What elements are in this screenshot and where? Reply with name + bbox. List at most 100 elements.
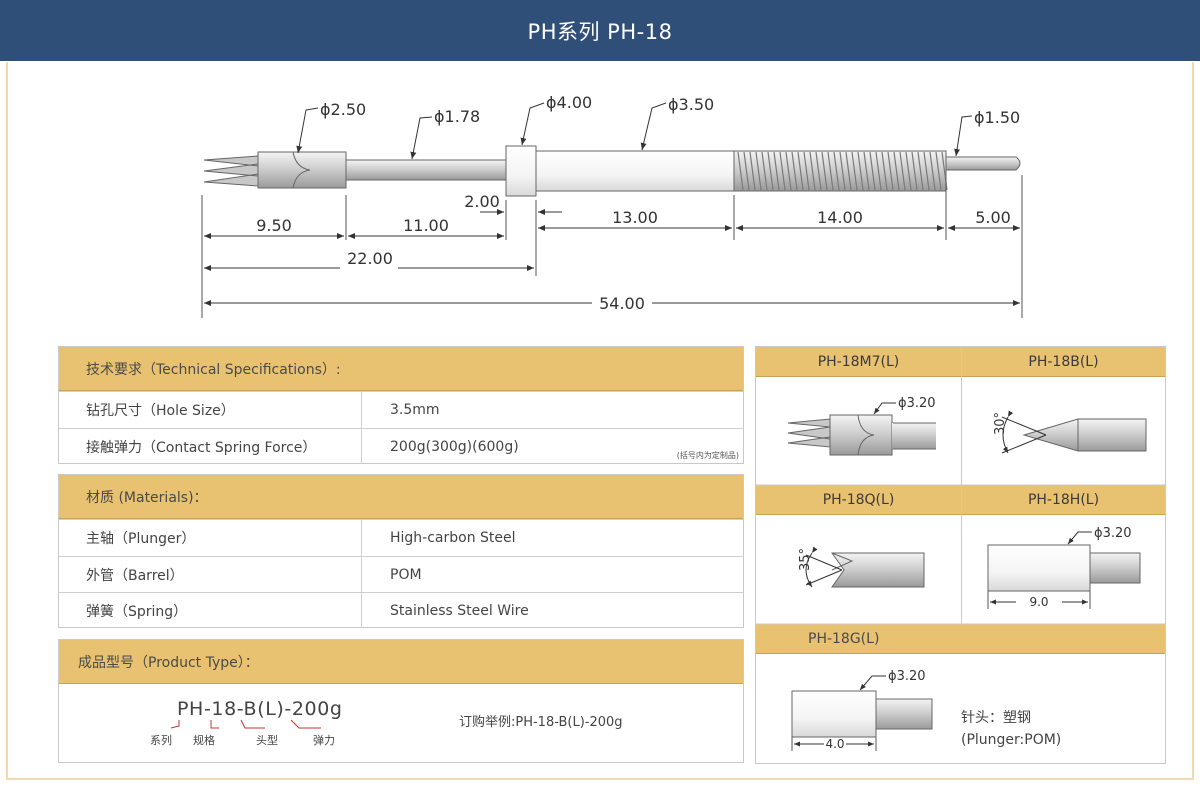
spring-coil	[785, 151, 792, 191]
spring-coil	[737, 151, 744, 191]
tip-drawing-q: 35°	[798, 546, 925, 588]
spec-row-force: 接触弹力（Contact Spring Force） 200g(300g)(60…	[59, 428, 743, 464]
spring-coil	[773, 151, 780, 191]
tip-title-b: PH-18B(L)	[1028, 353, 1099, 370]
spring-coil	[761, 151, 768, 191]
specs-panel: 技术要求（Technical Specifications）: 钻孔尺寸（Hol…	[58, 346, 744, 464]
spring-coil	[869, 151, 876, 191]
len-54-00: 54.00	[599, 294, 645, 313]
material-row-barrel: 外管（Barrel） POM	[59, 556, 743, 592]
spec-row-hole: 钻孔尺寸（Hole Size） 3.5mm	[59, 391, 743, 428]
spring	[733, 150, 948, 192]
code-label-spec: 规格	[193, 733, 215, 747]
spring-coil	[779, 151, 786, 191]
tip-header-q: PH-18Q(L)	[756, 485, 961, 515]
product-code: PH-18-B(L)-200g	[177, 698, 343, 720]
page-title: PH系列 PH-18	[527, 19, 673, 44]
specs-header: 技术要求（Technical Specifications）:	[59, 347, 743, 391]
tip-dim-h: ϕ3.20	[1094, 526, 1132, 541]
tip-drawing-h: ϕ3.20 9.0	[987, 526, 1141, 609]
dia-1-78: ϕ1.78	[434, 107, 480, 126]
tip-title-h: PH-18H(L)	[1027, 491, 1100, 508]
material-value: Stainless Steel Wire	[390, 602, 529, 619]
spring-coil	[755, 151, 762, 191]
spring-coil	[797, 151, 804, 191]
spring-coil	[911, 151, 918, 191]
spring-coil	[845, 151, 852, 191]
len-13-00: 13.00	[612, 208, 658, 227]
tip-title-m7: PH-18M7(L)	[817, 353, 900, 370]
spring-coil	[851, 151, 858, 191]
plunger-shaft	[345, 159, 507, 181]
spring-coil	[899, 151, 906, 191]
barrel	[535, 150, 735, 192]
spec-key: 钻孔尺寸（Hole Size）	[86, 403, 235, 419]
dia-4-00: ϕ4.00	[546, 93, 592, 112]
dia-1-50: ϕ1.50	[974, 108, 1020, 127]
spring-coil	[893, 151, 900, 191]
spring-coil	[839, 151, 846, 191]
dia-3-50: ϕ3.50	[668, 95, 714, 114]
len-2-00: 2.00	[464, 192, 500, 211]
page-header: PH系列 PH-18	[0, 0, 1200, 61]
len-14-00: 14.00	[817, 208, 863, 227]
materials-panel: 材质 (Materials)： 主轴（Plunger） High-carbon …	[58, 474, 744, 628]
spring-coil	[929, 151, 936, 191]
len-22-00: 22.00	[347, 249, 393, 268]
material-key: 弹簧（Spring）	[86, 603, 188, 620]
product-code-diagram: PH-18-B(L)-200g 系列 规格 头型 弹力 订购举例:PH-18-B…	[150, 698, 623, 747]
tip-header-b: PH-18B(L)	[962, 347, 1165, 377]
materials-header: 材质 (Materials)：	[59, 475, 743, 519]
tip-dim-m7: ϕ3.20	[898, 396, 936, 411]
spring-coil	[923, 151, 930, 191]
tip-drawing-g: ϕ3.20 4.0 针头：塑钢 (Plunger:POM)	[791, 669, 1061, 751]
material-row-spring: 弹簧（Spring） Stainless Steel Wire	[59, 592, 743, 628]
crown-tip	[203, 151, 347, 189]
spring-coil	[875, 151, 882, 191]
dia-2-50: ϕ2.50	[320, 100, 366, 119]
materials-title: 材质 (Materials)：	[86, 489, 208, 506]
barrel-collar	[505, 145, 537, 197]
spring-coil	[809, 151, 816, 191]
product-type-header: 成品型号（Product Type）：	[59, 640, 743, 684]
code-label-force: 弹力	[313, 733, 335, 747]
tip-drawing-m7: ϕ3.20	[787, 396, 936, 456]
spec-value: 200g(300g)(600g)	[390, 438, 519, 455]
spring-coil	[905, 151, 912, 191]
spring-coil	[863, 151, 870, 191]
material-value: POM	[390, 566, 422, 583]
probe-drawing: ϕ2.50 ϕ1.78 ϕ4.00 ϕ3.50 ϕ1.50 9.50 11.00…	[201, 93, 1023, 318]
material-row-plunger: 主轴（Plunger） High-carbon Steel	[59, 519, 743, 556]
material-key: 主轴（Plunger）	[86, 531, 196, 547]
order-example: 订购举例:PH-18-B(L)-200g	[459, 714, 623, 730]
spring-coil	[791, 151, 798, 191]
spring-coil	[815, 151, 822, 191]
len-11-00: 11.00	[403, 216, 449, 235]
tip-title-g: PH-18G(L)	[808, 630, 880, 647]
len-5-00: 5.00	[975, 208, 1011, 227]
len-9-50: 9.50	[256, 216, 292, 235]
tips-grid: PH-18M7(L) PH-18B(L) PH-18Q(L) PH-18H(L)…	[755, 346, 1166, 764]
tip-header-m7: PH-18M7(L)	[756, 347, 961, 377]
spring-coil	[767, 151, 774, 191]
spring-coil	[881, 151, 888, 191]
material-value: High-carbon Steel	[390, 530, 516, 546]
spring-coil	[935, 151, 942, 191]
spring-coil	[821, 151, 828, 191]
code-label-series: 系列	[150, 733, 172, 747]
tip-drawing-b: 30°	[993, 410, 1147, 454]
tip-angle-q: 35°	[798, 548, 813, 571]
tips-drawings: ϕ3.20 30° 35° ϕ3.20 9.0	[756, 347, 1165, 751]
tip-dim-g: ϕ3.20	[888, 669, 926, 684]
spec-key: 接触弹力（Contact Spring Force）	[86, 439, 317, 456]
tip-len-g: 4.0	[825, 737, 844, 751]
tip-len-h: 9.0	[1029, 595, 1048, 609]
spring-coil	[827, 151, 834, 191]
material-key: 外管（Barrel）	[86, 567, 184, 584]
spring-coil	[803, 151, 810, 191]
spec-note: (括号内为定制品)	[676, 451, 739, 460]
spring-coil	[743, 151, 750, 191]
tip-title-q: PH-18Q(L)	[822, 491, 895, 508]
tip-note-g-2: (Plunger:POM)	[961, 732, 1061, 748]
spring-coil	[833, 151, 840, 191]
